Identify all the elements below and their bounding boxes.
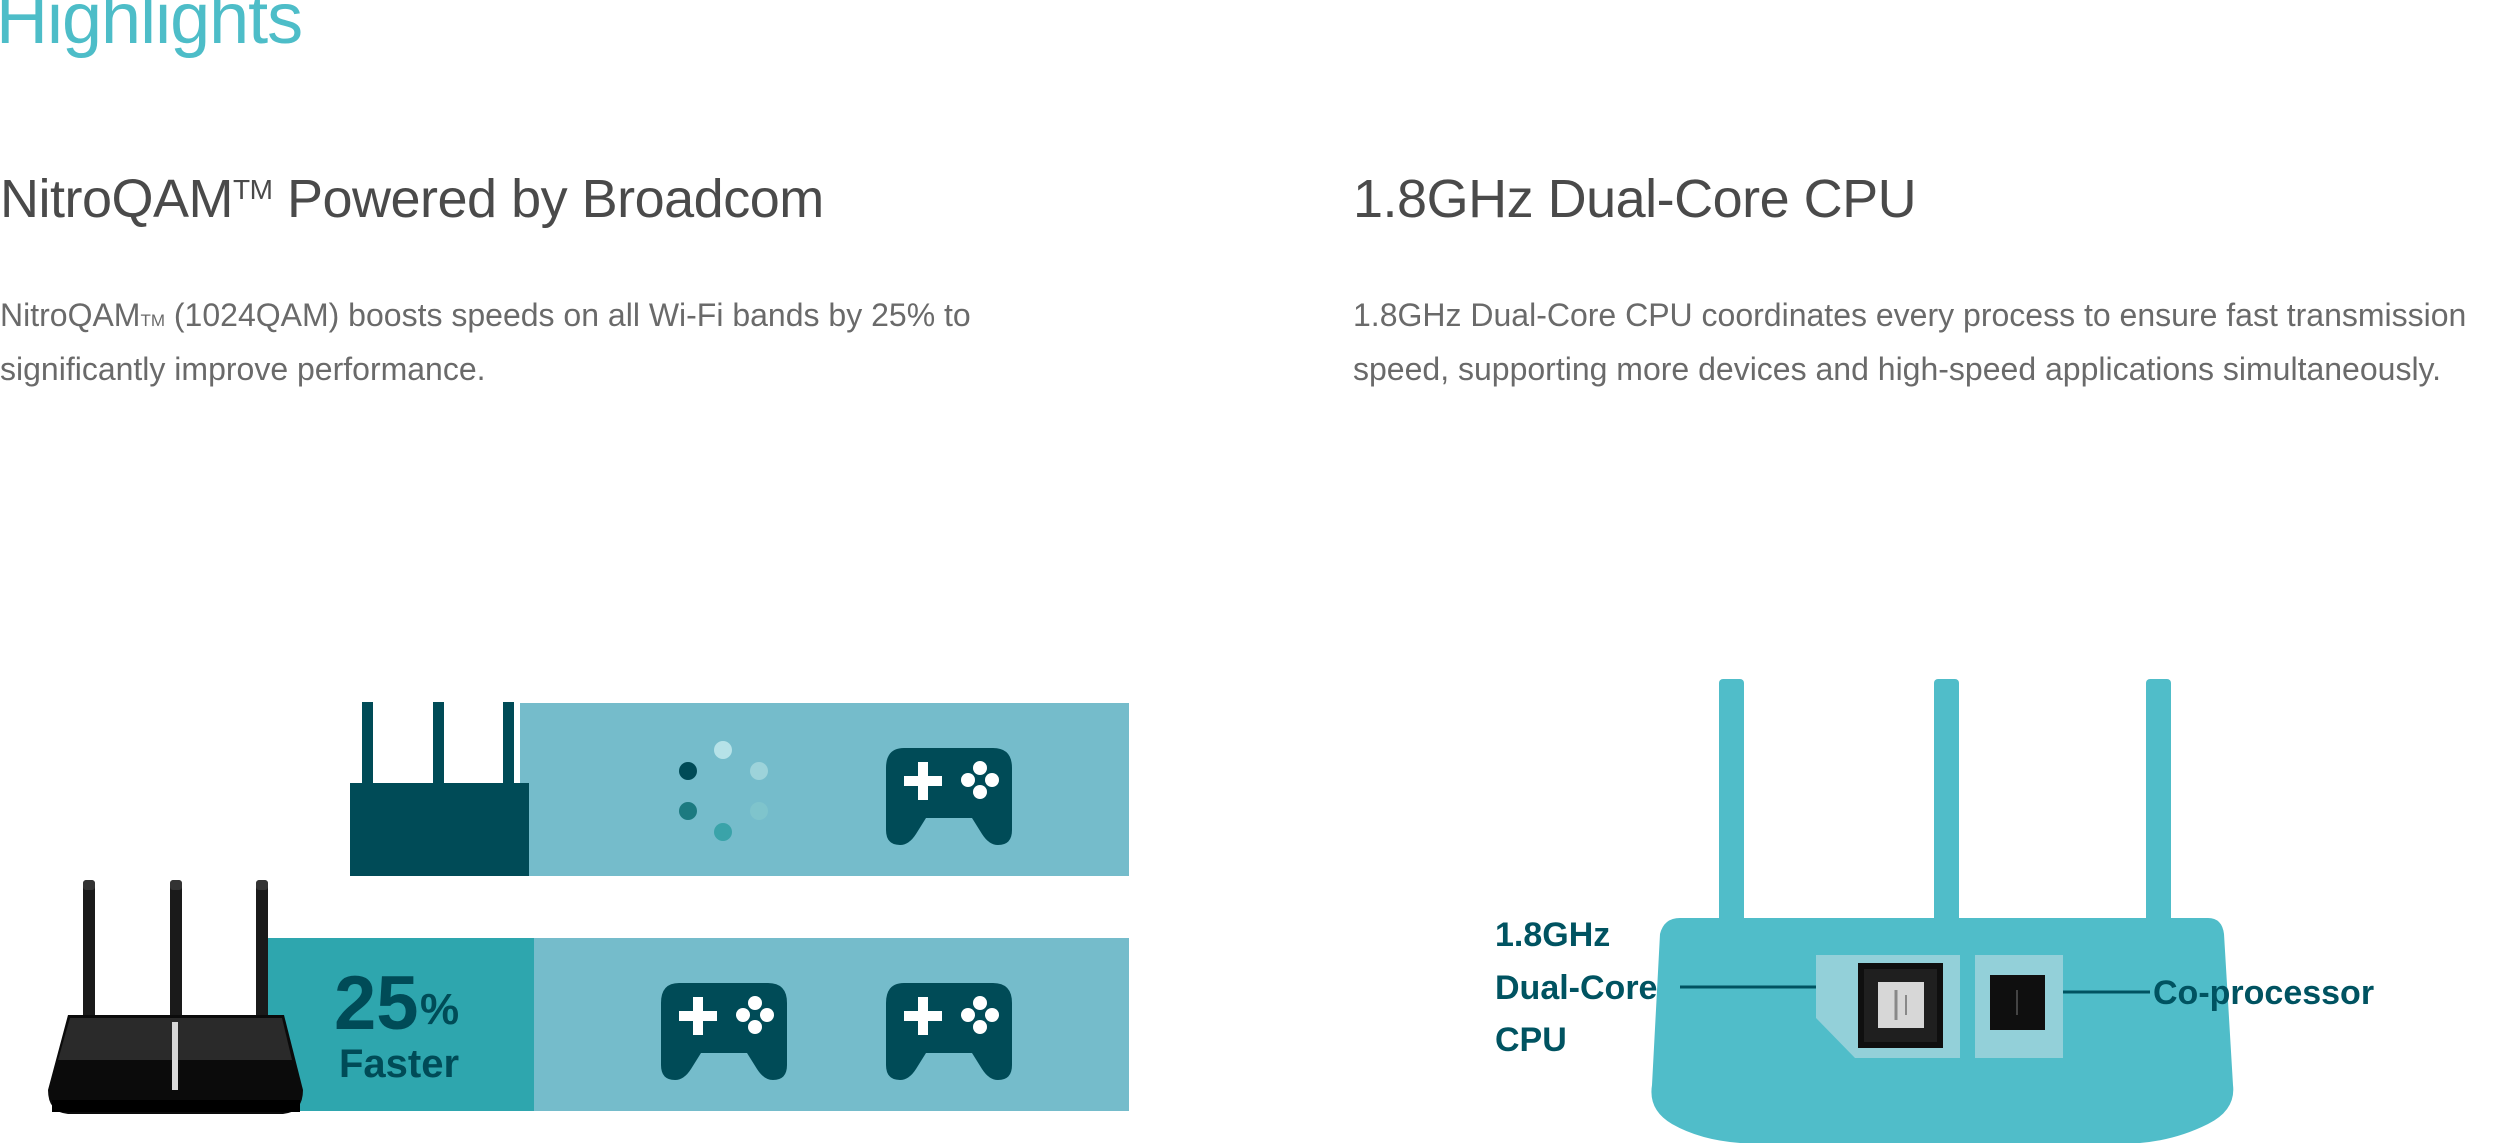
page-title: Highlights <box>0 0 303 59</box>
nitroqam-title: NitroQAMTM Powered by Broadcom <box>0 168 824 230</box>
cpu-description-line: 1.8GHz Dual-Core CPU coordinates every p… <box>1353 297 2467 333</box>
coprocessor-label: Co-processor <box>2153 974 2374 1012</box>
faster-badge <box>262 938 534 1111</box>
description-text: (1024QAM) boosts speeds on all Wi-Fi ban… <box>165 297 971 333</box>
description-text: significantly improve performance. <box>0 351 486 387</box>
cpu-title: 1.8GHz Dual-Core CPU <box>1353 169 1917 229</box>
cpu-label: 1.8GHz Dual-Core CPU <box>1495 916 1657 1059</box>
nitroqam-description: NitroQAMTM (1024QAM) boosts speeds on al… <box>0 288 971 396</box>
nitroqam-title-rest: Powered by Broadcom <box>272 169 824 229</box>
speed-unit: % <box>420 985 459 1034</box>
standard-speed-bar <box>520 703 1129 876</box>
speed-value: 25 <box>334 961 419 1046</box>
cpu-description: 1.8GHz Dual-Core CPU coordinates every p… <box>1353 288 2504 396</box>
description-text: NitroQAM <box>0 297 141 333</box>
nitroqam-description-line: NitroQAMTM (1024QAM) boosts speeds on al… <box>0 288 971 342</box>
router-product-photo <box>48 880 303 1114</box>
gamepad-icon <box>886 748 1012 845</box>
cpu-label-line-2: Dual-Core <box>1495 969 1657 1007</box>
gamepad-icon <box>886 983 1012 1080</box>
nitroqam-speed-bar <box>533 938 1129 1111</box>
gamepad-icon <box>661 983 787 1080</box>
nitroqam-comparison-graphic: 25 % Faster <box>48 702 1129 1114</box>
loading-spinner-icon <box>679 741 768 841</box>
cpu-label-line-3: CPU <box>1495 1021 1567 1059</box>
cpu-label-line-1: 1.8GHz <box>1495 916 1610 954</box>
router-icon <box>350 702 529 876</box>
cpu-chip <box>1816 955 1960 1058</box>
nitroqam-description-line: significantly improve performance. <box>0 342 971 396</box>
trademark-mark: TM <box>233 174 273 205</box>
trademark-mark: TM <box>140 311 165 330</box>
nitroqam-title-text: NitroQAM <box>0 169 234 229</box>
coprocessor-chip <box>1975 955 2063 1058</box>
router-antennas <box>1719 679 2171 939</box>
cpu-description-line: speed, supporting more devices and high-… <box>1353 351 2442 387</box>
speed-label: Faster <box>339 1042 459 1086</box>
cpu-router-graphic: 1.8GHz Dual-Core CPU Co-processor <box>1495 679 2374 1143</box>
